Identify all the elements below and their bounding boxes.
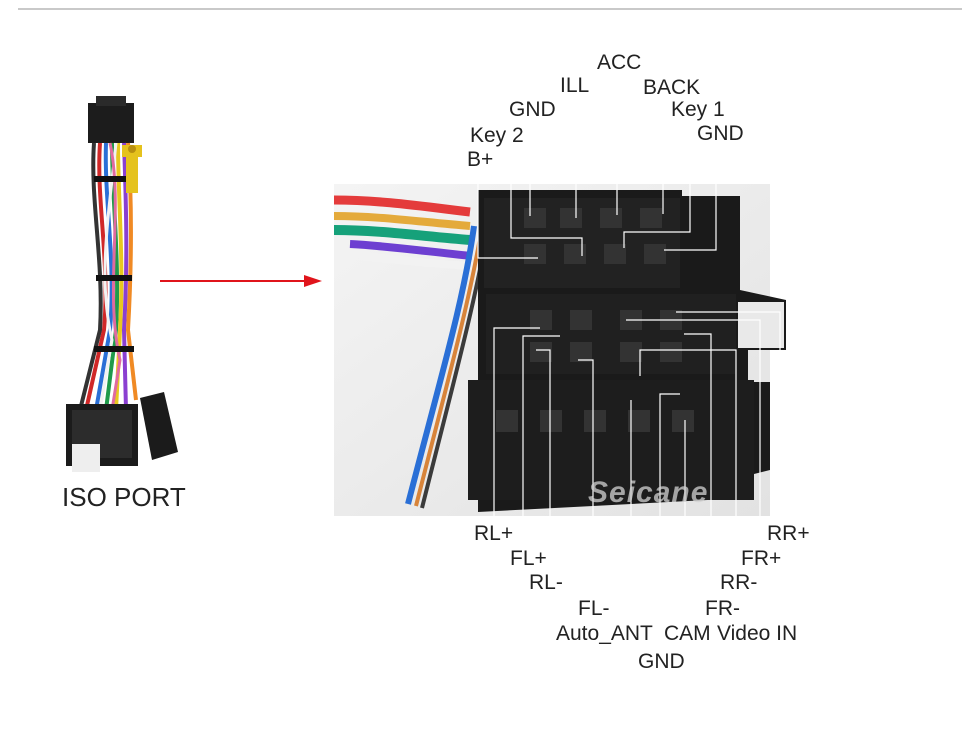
pin-label-rl-plus: RL+: [474, 522, 514, 545]
pin-label-ill: ILL: [560, 74, 590, 97]
pin-label-gnd-right: GND: [697, 122, 744, 145]
pin-label-gnd-top: GND: [509, 98, 556, 121]
top-divider: [18, 8, 962, 10]
pointer-arrow: [160, 275, 322, 287]
lower-leader-lines: [493, 311, 781, 650]
pin-label-cam: CAM: [664, 622, 711, 645]
pin-label-key1: Key 1: [671, 98, 725, 121]
harness-illustration: [66, 96, 178, 472]
pin-label-rr-minus: RR-: [720, 571, 758, 594]
pin-label-video-in: Video IN: [717, 622, 798, 645]
pin-label-fr-minus: FR-: [705, 597, 740, 620]
pin-label-gnd-bottom: GND: [638, 650, 685, 673]
pin-label-back: BACK: [643, 76, 701, 99]
upper-leader-lines: [477, 74, 717, 259]
pin-label-rr-plus: RR+: [767, 522, 810, 545]
pin-label-fr-plus: FR+: [741, 547, 782, 570]
pin-label-rl-minus: RL-: [529, 571, 563, 594]
pin-label-fl-minus: FL-: [578, 597, 610, 620]
pin-label-auto-ant: Auto_ANT: [556, 622, 653, 645]
brand-watermark: Seicane: [588, 476, 709, 509]
pin-label-b-plus: B+: [467, 148, 494, 171]
pin-label-acc: ACC: [597, 51, 642, 74]
connector-photo: [333, 184, 786, 516]
iso-port-label: ISO PORT: [62, 482, 186, 512]
pin-label-key2: Key 2: [470, 124, 524, 147]
pin-label-fl-plus: FL+: [510, 547, 547, 570]
